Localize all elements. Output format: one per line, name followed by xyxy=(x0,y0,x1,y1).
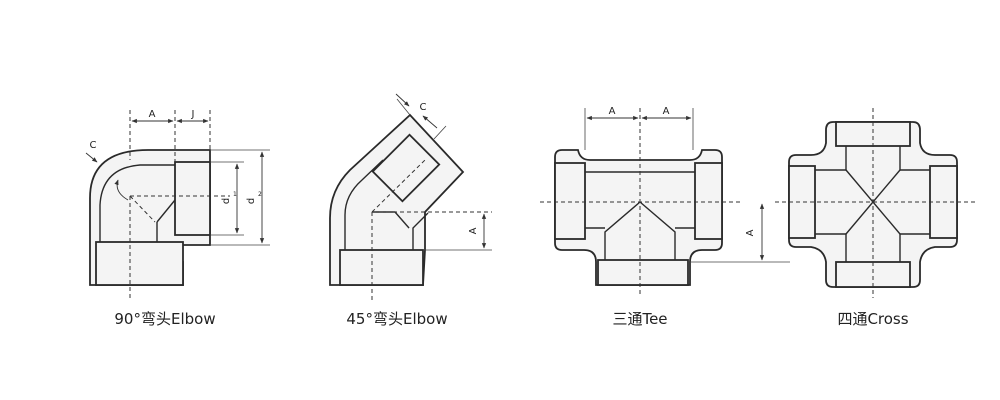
tee-dim-a-side: A xyxy=(745,229,756,236)
cross-figure: 四通Cross xyxy=(775,108,975,328)
tee-dim-a-right: A xyxy=(663,106,670,117)
cross-body xyxy=(788,121,958,288)
cross-bottom-socket xyxy=(835,261,911,288)
elbow-45-top-socket xyxy=(371,133,441,203)
tee-figure: A A A 三通Tee xyxy=(540,106,790,328)
cross-caption: 四通Cross xyxy=(837,310,908,328)
elbow-90-right-socket xyxy=(174,161,211,236)
tee-bottom-socket xyxy=(597,259,689,286)
elbow-90-dim-d2-sub: 2 xyxy=(258,191,262,198)
tee-caption: 三通Tee xyxy=(612,310,667,328)
elbow-90-dim-d1-sub: 1 xyxy=(233,191,237,198)
elbow-90-dim-j: J xyxy=(191,109,195,120)
elbow-45-dim-a: A xyxy=(468,227,479,234)
elbow-90-caption: 90°弯头Elbow xyxy=(114,310,215,328)
tee-left-socket xyxy=(554,162,586,240)
elbow-90-bottom-socket xyxy=(95,241,184,286)
elbow-45-dim-c: C xyxy=(420,102,427,113)
elbow-45-figure: A C 45°弯头Elbow xyxy=(329,93,492,328)
elbow-90-dim-d2: d xyxy=(246,198,257,204)
tee-right-socket xyxy=(694,162,723,240)
elbow-90-dim-a: A xyxy=(149,109,156,120)
elbow-45-bottom-socket xyxy=(339,249,424,286)
tee-body xyxy=(554,149,723,286)
elbow-90-figure: A J C d 1 d 2 90°弯头Elbow xyxy=(85,109,270,328)
tee-dim-a-left: A xyxy=(609,106,616,117)
elbow-90-dim-d1: d xyxy=(221,198,232,204)
elbow-90-dim-c: C xyxy=(90,140,97,151)
elbow-45-caption: 45°弯头Elbow xyxy=(346,310,447,328)
